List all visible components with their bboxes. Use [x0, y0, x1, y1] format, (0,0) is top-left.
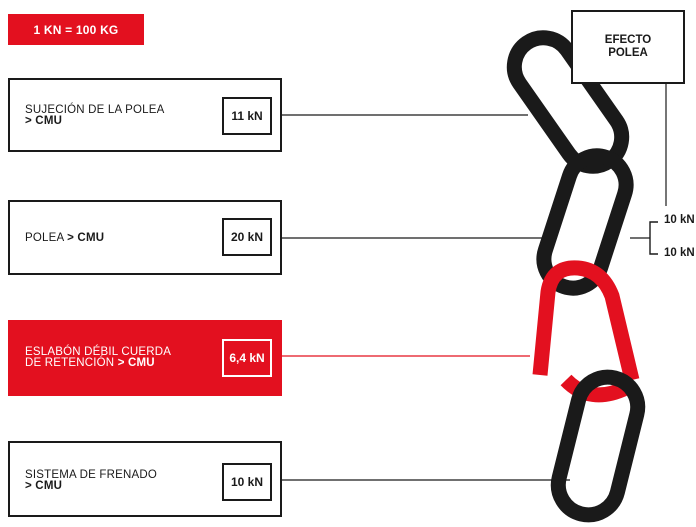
row-weak-link: ESLABÓN DÉBIL CUERDA DE RETENCIÓN > CMU … [8, 320, 282, 396]
row-pulley: POLEA > CMU 20 kN [8, 200, 282, 275]
row-label-line2: DE RETENCIÓN [25, 357, 118, 369]
row-value: 20 kN [222, 218, 272, 256]
chain-link-2 [536, 148, 634, 296]
row-value: 6,4 kN [222, 339, 272, 377]
row-value: 10 kN [222, 463, 272, 501]
row-label-line1: SUJECIÓN DE LA POLEA [25, 104, 165, 116]
pulley-split-bottom: 10 kN [664, 247, 695, 259]
chain-link-weak [532, 260, 640, 403]
row-label-cmu: > CMU [67, 232, 105, 244]
row-label: ESLABÓN DÉBIL CUERDA DE RETENCIÓN > CMU [25, 346, 172, 369]
pulley-effect-line1: EFECTO [604, 34, 652, 46]
row-label: SISTEMA DE FRENADO > CMU [25, 469, 158, 492]
chain-link-4 [550, 369, 646, 523]
conversion-badge: 1 KN = 100 KG [8, 14, 144, 45]
row-label: SUJECIÓN DE LA POLEA > CMU [25, 104, 165, 127]
row-value: 11 kN [222, 97, 272, 135]
row-label-cmu: > CMU [25, 480, 63, 492]
row-label-cmu: > CMU [117, 357, 155, 369]
row-pulley-anchor: SUJECIÓN DE LA POLEA > CMU 11 kN [8, 78, 282, 152]
row-label: POLEA > CMU [25, 232, 105, 244]
row-braking-system: SISTEMA DE FRENADO > CMU 10 kN [8, 441, 282, 517]
row-label-line1: SISTEMA DE FRENADO [25, 469, 158, 481]
pulley-split-top: 10 kN [664, 214, 695, 226]
pulley-effect-box: EFECTO POLEA [571, 10, 685, 84]
row-label-line1: ESLABÓN DÉBIL CUERDA [25, 346, 172, 358]
pulley-effect-line2: POLEA [608, 47, 648, 59]
row-label-line1: POLEA [25, 232, 68, 244]
row-label-cmu: > CMU [25, 115, 63, 127]
pulley-split-bracket [649, 221, 658, 255]
